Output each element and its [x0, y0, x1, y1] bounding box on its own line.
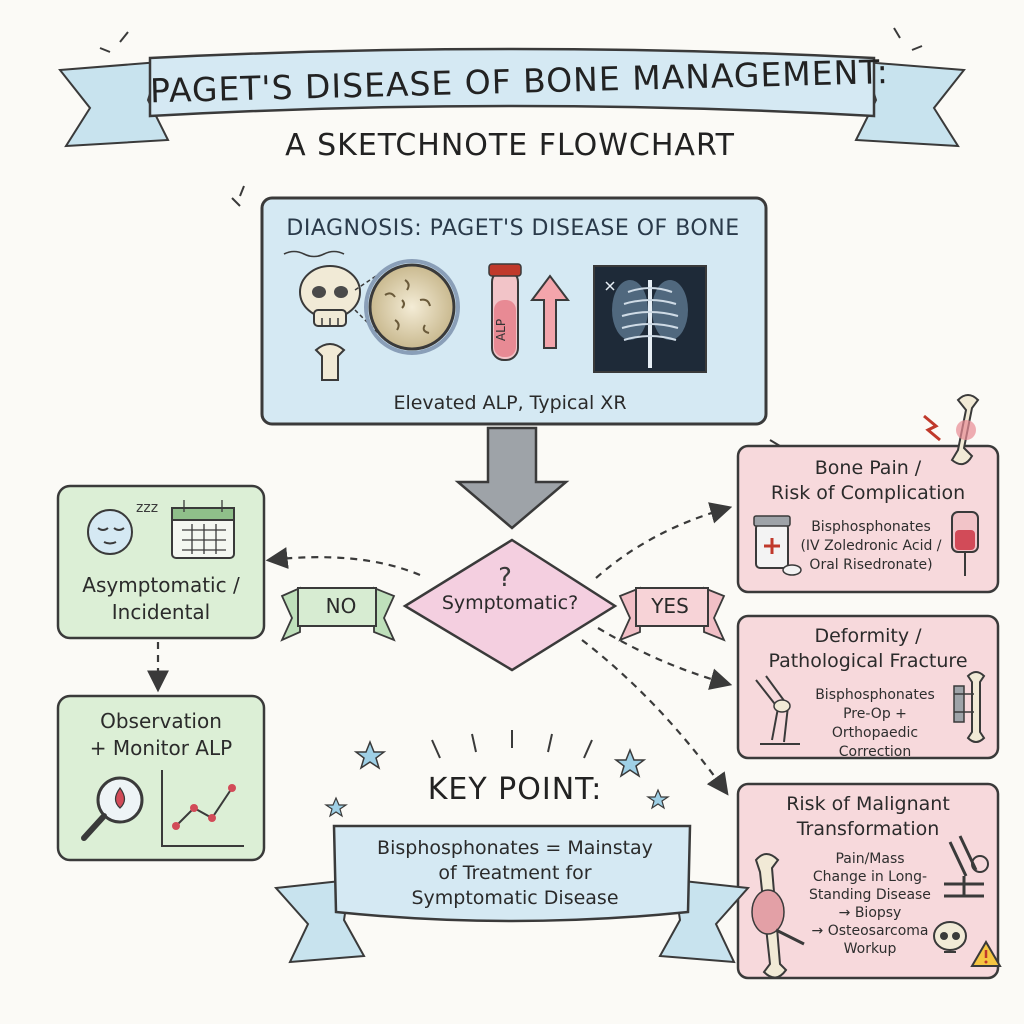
magnifier-blood-icon — [81, 776, 144, 841]
deformity-detail-3: Orthopaedic Correction — [831, 725, 919, 760]
key-point-banner — [273, 730, 751, 964]
skull-icon — [933, 921, 967, 953]
bone-pain-title-1: Bone Pain / — [814, 457, 922, 479]
connectors — [147, 502, 733, 796]
malignant-detail-4: → Biopsy — [838, 905, 902, 921]
no-ribbon — [280, 586, 396, 642]
malignant-detail-3: Standing Disease — [809, 887, 931, 903]
key-point-line-3: Symptomatic Disease — [411, 887, 619, 909]
tube-label: ALP — [494, 319, 508, 341]
asymptomatic-line-2: Incidental — [111, 600, 211, 624]
knee-bone-icon — [755, 675, 800, 745]
observation-line-2: + Monitor ALP — [89, 736, 233, 760]
bone-pain-detail-1: Bisphosphonates — [811, 519, 931, 535]
iv-bag-icon — [951, 511, 979, 576]
star-icon — [324, 739, 670, 818]
asymptomatic-label: Asymptomatic / Incidental — [62, 572, 260, 626]
deformity-title-2: Pathological Fracture — [768, 650, 968, 672]
microscope-icon — [944, 835, 989, 898]
malignant-box — [736, 782, 1000, 980]
key-point-text: Bisphosphonates = Mainstay of Treatment … — [330, 836, 700, 911]
no-label: NO — [325, 594, 357, 618]
pill-bottle-icon — [753, 515, 802, 576]
yes-label: YES — [651, 594, 689, 618]
skull-bone-icon — [299, 265, 361, 381]
deformity-detail-1: Bisphosphonates — [815, 687, 935, 703]
diagnosis-caption: Elevated ALP, Typical XR — [393, 392, 627, 414]
xray-icon — [593, 265, 707, 373]
bone-pain-detail: Bisphosphonates (IV Zoledronic Acid / Or… — [796, 518, 946, 575]
deformity-detail-2: Pre-Op + — [843, 706, 907, 722]
decision-diamond: ? — [402, 538, 618, 672]
question-mark-icon: ? — [498, 563, 512, 593]
deformity-title: Deformity / Pathological Fracture — [742, 624, 994, 674]
decision-question: Symptomatic? — [441, 592, 579, 614]
malignant-title-1: Risk of Malignant — [786, 793, 950, 815]
yes-ribbon — [618, 586, 726, 642]
bone-pain-box — [736, 444, 1000, 594]
test-tube-icon: ALP — [488, 263, 570, 361]
bone-mass-icon — [751, 853, 805, 979]
painful-bone-icon — [923, 394, 980, 466]
diagnosis-heading: DIAGNOSIS: PAGET'S DISEASE OF BONE — [286, 216, 740, 241]
asymptomatic-line-1: Asymptomatic / — [82, 573, 240, 597]
deformity-title-1: Deformity / — [814, 625, 922, 647]
malignant-detail-5: → Osteosarcoma — [811, 923, 929, 939]
line-chart-icon — [161, 770, 244, 847]
key-point-title: KEY POINT: — [427, 772, 603, 807]
down-arrow — [454, 426, 570, 530]
malignant-detail-2: Change in Long- — [812, 869, 928, 885]
bone-pain-title: Bone Pain / Risk of Complication — [742, 456, 994, 506]
bone-fixation-icon — [953, 671, 986, 743]
malignant-detail: Pain/Mass Change in Long- Standing Disea… — [800, 850, 940, 958]
bone-tissue-icon — [354, 259, 460, 355]
bone-pain-detail-3: Oral Risedronate) — [809, 557, 933, 573]
warning-icon — [970, 940, 1002, 967]
sleeping-face-icon: zzz — [87, 500, 158, 555]
malignant-detail-1: Pain/Mass — [835, 851, 905, 867]
deformity-detail: Bisphosphonates Pre-Op + Orthopaedic Cor… — [800, 686, 950, 762]
title-line-2: A SKETCHNOTE FLOWCHART — [285, 128, 735, 163]
deformity-box — [736, 614, 1000, 760]
observation-line-1: Observation — [100, 709, 222, 733]
malignant-detail-6: Workup — [843, 941, 897, 957]
bone-pain-title-2: Risk of Complication — [770, 482, 966, 504]
calendar-icon — [171, 500, 235, 559]
key-point-line-1: Bisphosphonates = Mainstay — [377, 837, 653, 859]
malignant-title-2: Transformation — [796, 818, 940, 840]
title-banner — [58, 27, 966, 148]
svg-text:zzz: zzz — [136, 500, 158, 516]
key-point-line-2: of Treatment for — [438, 862, 592, 884]
bone-pain-detail-2: (IV Zoledronic Acid / — [800, 538, 942, 554]
observation-label: Observation + Monitor ALP — [62, 708, 260, 762]
malignant-title: Risk of Malignant Transformation — [742, 792, 994, 842]
